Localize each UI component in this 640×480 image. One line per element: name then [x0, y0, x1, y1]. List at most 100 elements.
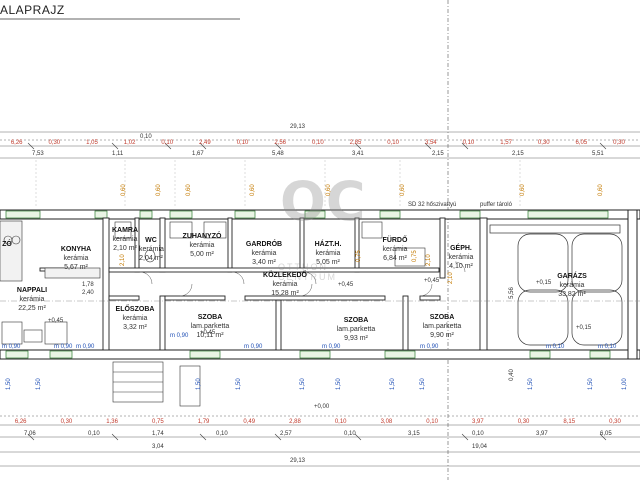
side-dim-right: 5,56 [508, 287, 515, 299]
bot2-value: 0,10 [472, 431, 484, 437]
sill-mark-4: m 0,90 [170, 333, 189, 339]
top1-value: 3,54 [424, 140, 437, 146]
level-mark-room1: +0,45 [200, 330, 216, 336]
bot1-value: 6,26 [14, 419, 27, 425]
bot1-value: 0,10 [334, 419, 347, 425]
bot3-value: 19,04 [472, 444, 488, 450]
vmark-100: 1,00 [622, 378, 628, 390]
top2-value: 7,53 [32, 151, 44, 157]
bot1-value: 0,30 [609, 419, 621, 425]
vmark-150-1: 1,50 [6, 378, 12, 390]
bot1-value: 8,15 [563, 419, 576, 425]
vmark-150-10: 1,50 [588, 378, 594, 390]
room-hazt: HÁZT.H. kerámia 5,05 m² [314, 241, 342, 266]
vmark-150-4: 1,50 [236, 378, 242, 390]
top1-value: 6,05 [575, 140, 588, 146]
vmark-210-2: 2,10 [426, 254, 432, 266]
room-kozlekedo: KÖZLEKEDŐ kerámia 15,28 m² [263, 272, 307, 297]
top1-value: 0,10 [236, 140, 249, 146]
bot2-value: 0,10 [88, 431, 100, 437]
level-mark-garage-2: +0,15 [576, 325, 592, 331]
top1-value: 1,57 [500, 140, 512, 146]
vmark-210-3: 2,10 [448, 272, 454, 284]
top-dimensions [0, 131, 640, 159]
bot2-value: 3,97 [536, 431, 548, 437]
top2-value: 1,67 [192, 151, 204, 157]
bottom-windows [5, 350, 611, 359]
top1-value: 6,26 [10, 140, 23, 146]
bot1-value: 0,30 [60, 419, 73, 425]
room-eloszoba: ELŐSZOBA kerámia 3,32 m² [115, 306, 155, 331]
vmark-060-2: 0,60 [156, 184, 162, 196]
sill-mark-2: m 0,90 [54, 344, 73, 350]
vmark-150-6: 1,50 [336, 378, 342, 390]
sill-mark-7: m 0,90 [420, 344, 439, 350]
bot1-value: 0,49 [243, 419, 256, 425]
vmark-060-6: 0,60 [400, 184, 406, 196]
vmark-060-4: 0,60 [250, 184, 256, 196]
vmark-150-2: 1,50 [36, 378, 42, 390]
living-furniture [1, 321, 68, 345]
vmark-060-5: 0,60 [326, 184, 332, 196]
top1-value: 0,10 [387, 140, 399, 146]
room-szoba-1: SZOBA lam.parketta 10,11 m² [190, 314, 230, 339]
room-konyha: KONYHA kerámia 5,67 m² [60, 246, 92, 271]
side-dim-left-2: 2,40 [82, 290, 94, 296]
room-wc: WC kerámia 2,04 m² [139, 237, 164, 262]
room-zuhanyzo: ZUHANYZÓ kerámia 5,00 m² [182, 233, 222, 258]
vmark-150-3: 1,50 [196, 378, 202, 390]
bottom-dimensions [0, 415, 640, 467]
vmark-075-1: 0,75 [412, 250, 418, 262]
bot2-value: 3,15 [408, 431, 420, 437]
top2-value: 3,41 [352, 151, 364, 157]
vmark-150-8: 1,50 [420, 378, 426, 390]
interior-walls [39, 217, 488, 351]
sill-mark-6: m 0,90 [322, 344, 341, 350]
bot1-value: 1,36 [106, 419, 118, 425]
bot1-value: 2,88 [289, 419, 301, 425]
top1-value: 0,10 [312, 140, 324, 146]
top1-value: 2,85 [349, 140, 362, 146]
top1-value: 0,10 [161, 140, 174, 146]
top2-value: 2,15 [512, 151, 524, 157]
vmark-060-7: 0,60 [520, 184, 526, 196]
top2-value: 5,48 [272, 151, 284, 157]
bathroom-fixtures [114, 221, 426, 267]
level-mark-living: +0,45 [48, 318, 64, 324]
vmark-060-8: 0,60 [598, 184, 604, 196]
vmark-075-2: 0,75 [356, 250, 362, 262]
top2-value: 1,11 [112, 151, 124, 157]
room-furdo: FÜRDŐ kerámia 6,84 m² [382, 237, 408, 262]
bot1-value: 0,10 [426, 419, 438, 425]
bot1-value: 3,97 [472, 419, 484, 425]
vmark-060-3: 0,60 [186, 184, 192, 196]
bot1-value: 3,08 [380, 419, 393, 425]
bot2-value: 2,57 [280, 431, 292, 437]
level-mark-hall-2: +0,45 [424, 278, 440, 284]
vmark-210-1: 2,10 [120, 254, 126, 266]
top1-value: 1,02 [123, 140, 136, 146]
garage-cars [489, 224, 623, 346]
level-mark-ground: +0,00 [314, 404, 330, 410]
bot2-value: 7,06 [24, 431, 36, 437]
top1-value: 2,49 [199, 140, 211, 146]
vmark-150-7: 1,50 [390, 378, 396, 390]
bot1-value: 1,79 [197, 419, 210, 425]
bot1-value: 0,75 [152, 419, 164, 425]
sill-mark-9: m 0,10 [598, 344, 617, 350]
vmark-150-9: 1,50 [528, 378, 534, 390]
room-gardrob: GARDRÓB kerámia 3,40 m² [245, 241, 283, 266]
note-heat-pump: SD 32 hőszivattyú [408, 202, 457, 208]
dim-top-0: 0,10 [140, 134, 152, 140]
top1-value: 0,10 [462, 140, 475, 146]
sill-mark-8: m 0,10 [546, 344, 565, 350]
sill-mark-1: m 0,90 [2, 344, 21, 350]
page-title: ALAPRAJZ [0, 3, 65, 17]
vmark-150-5: 1,50 [300, 378, 306, 390]
dim-top-total: 29,13 [290, 124, 306, 130]
dim-bottom-total: 29,13 [290, 458, 306, 464]
top1-value: 0,30 [48, 140, 61, 146]
grid-markers [35, 160, 521, 208]
bot2-value: 0,10 [344, 431, 356, 437]
